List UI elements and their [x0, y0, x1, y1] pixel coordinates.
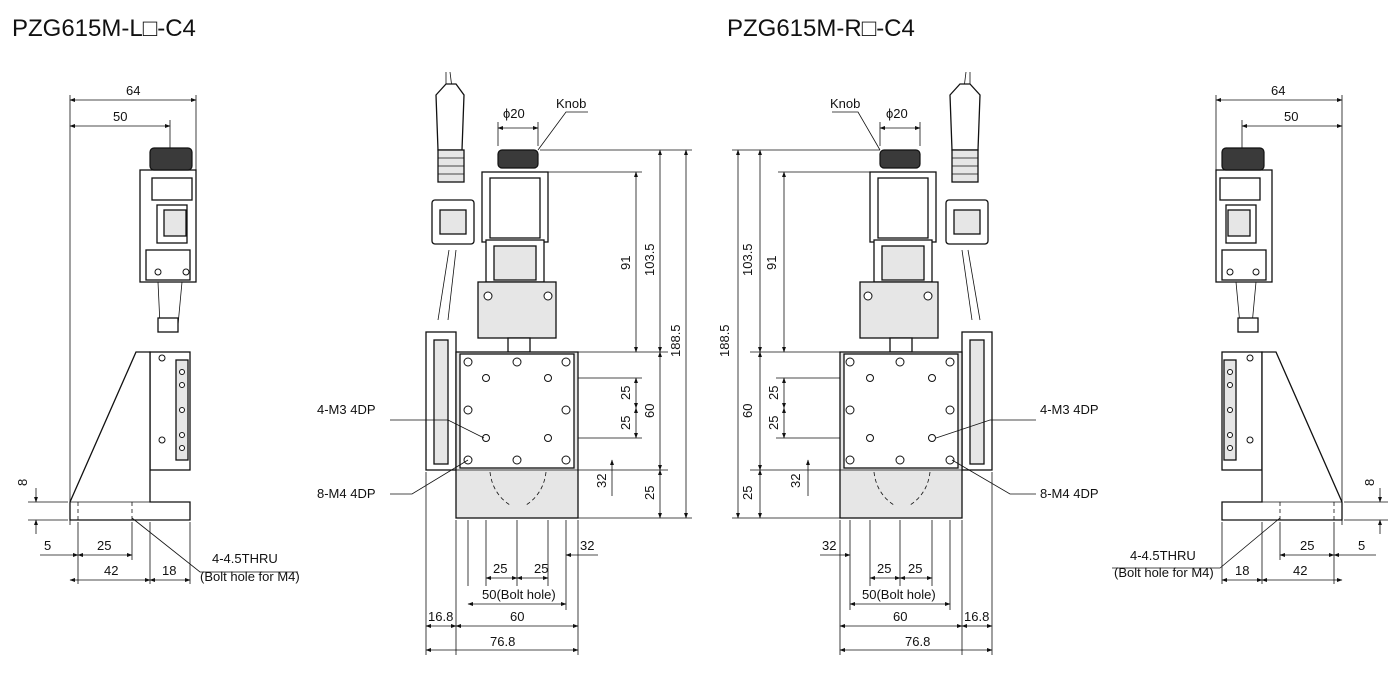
dim-right-25-vertical: 25	[740, 486, 755, 500]
label-left-thru-2: (Bolt hole for M4)	[200, 569, 300, 584]
label-m4-right: 8-M4 4DP	[1040, 486, 1099, 501]
dim-right-5: 5	[1358, 538, 1365, 553]
dim-right-64: 64	[1271, 83, 1285, 98]
dim-right-32-horizontal: 32	[822, 538, 836, 553]
dim-left-64: 64	[126, 83, 140, 98]
dim-right-188-5: 188.5	[717, 324, 732, 357]
label-right-thru-1: 4-4.5THRU	[1130, 548, 1196, 563]
dim-left-60-horizontal: 60	[510, 609, 524, 624]
label-phi20-left: ϕ20	[503, 106, 525, 121]
label-right-thru-2: (Bolt hole for M4)	[1114, 565, 1214, 580]
dim-right-76-8: 76.8	[905, 634, 930, 649]
dim-left-16-8: 16.8	[428, 609, 453, 624]
dim-right-25-lower: 25	[766, 416, 781, 430]
label-m4-left: 8-M4 4DP	[317, 486, 376, 501]
dim-left-25-vertical: 25	[642, 486, 657, 500]
dim-left-25-upper: 25	[618, 386, 633, 400]
dim-left-5: 5	[44, 538, 51, 553]
dim-right-8: 8	[1362, 479, 1377, 486]
dim-right-103-5: 103.5	[740, 243, 755, 276]
label-left-thru-1: 4-4.5THRU	[212, 551, 278, 566]
dim-right-25-upper: 25	[766, 386, 781, 400]
title-right: PZG615M-R□-C4	[727, 15, 915, 42]
title-left: PZG615M-L□-C4	[12, 15, 196, 42]
dim-left-188-5: 188.5	[668, 324, 683, 357]
dim-left-91: 91	[618, 256, 633, 270]
label-knob-right: Knob	[830, 96, 860, 111]
dim-right-91: 91	[764, 256, 779, 270]
dim-left-25: 25	[97, 538, 111, 553]
label-m3-right: 4-M3 4DP	[1040, 402, 1099, 417]
dim-left-25-b: 25	[534, 561, 548, 576]
front-view-right	[839, 71, 993, 519]
dim-left-60-vertical: 60	[642, 404, 657, 418]
dim-left-18: 18	[162, 563, 176, 578]
dim-right-60-horizontal: 60	[893, 609, 907, 624]
dim-right-42: 42	[1293, 563, 1307, 578]
label-phi20-right: ϕ20	[886, 106, 908, 121]
dim-left-32-horizontal: 32	[580, 538, 594, 553]
dim-right-18: 18	[1235, 563, 1249, 578]
dim-right-25-a: 25	[877, 561, 891, 576]
dim-left-103-5: 103.5	[642, 243, 657, 276]
dimension-lines	[28, 95, 1388, 655]
dim-right-25: 25	[1300, 538, 1314, 553]
dim-left-8: 8	[15, 479, 30, 486]
dim-left-32-vertical: 32	[594, 474, 609, 488]
dim-right-25-b: 25	[908, 561, 922, 576]
label-knob-left: Knob	[556, 96, 586, 111]
dim-right-16-8: 16.8	[964, 609, 989, 624]
dim-left-42: 42	[104, 563, 118, 578]
side-view-left	[69, 147, 197, 521]
dim-left-25-a: 25	[493, 561, 507, 576]
label-bolt-hole-left: 50(Bolt hole)	[482, 587, 556, 602]
dim-left-50: 50	[113, 109, 127, 124]
label-m3-left: 4-M3 4DP	[317, 402, 376, 417]
dim-left-76-8: 76.8	[490, 634, 515, 649]
label-bolt-hole-right: 50(Bolt hole)	[862, 587, 936, 602]
dim-left-25-lower: 25	[618, 416, 633, 430]
side-view-right	[1215, 147, 1343, 521]
dim-right-32-vertical: 32	[788, 474, 803, 488]
dim-right-60-vertical: 60	[740, 404, 755, 418]
dim-right-50: 50	[1284, 109, 1298, 124]
front-view-left	[425, 71, 579, 519]
